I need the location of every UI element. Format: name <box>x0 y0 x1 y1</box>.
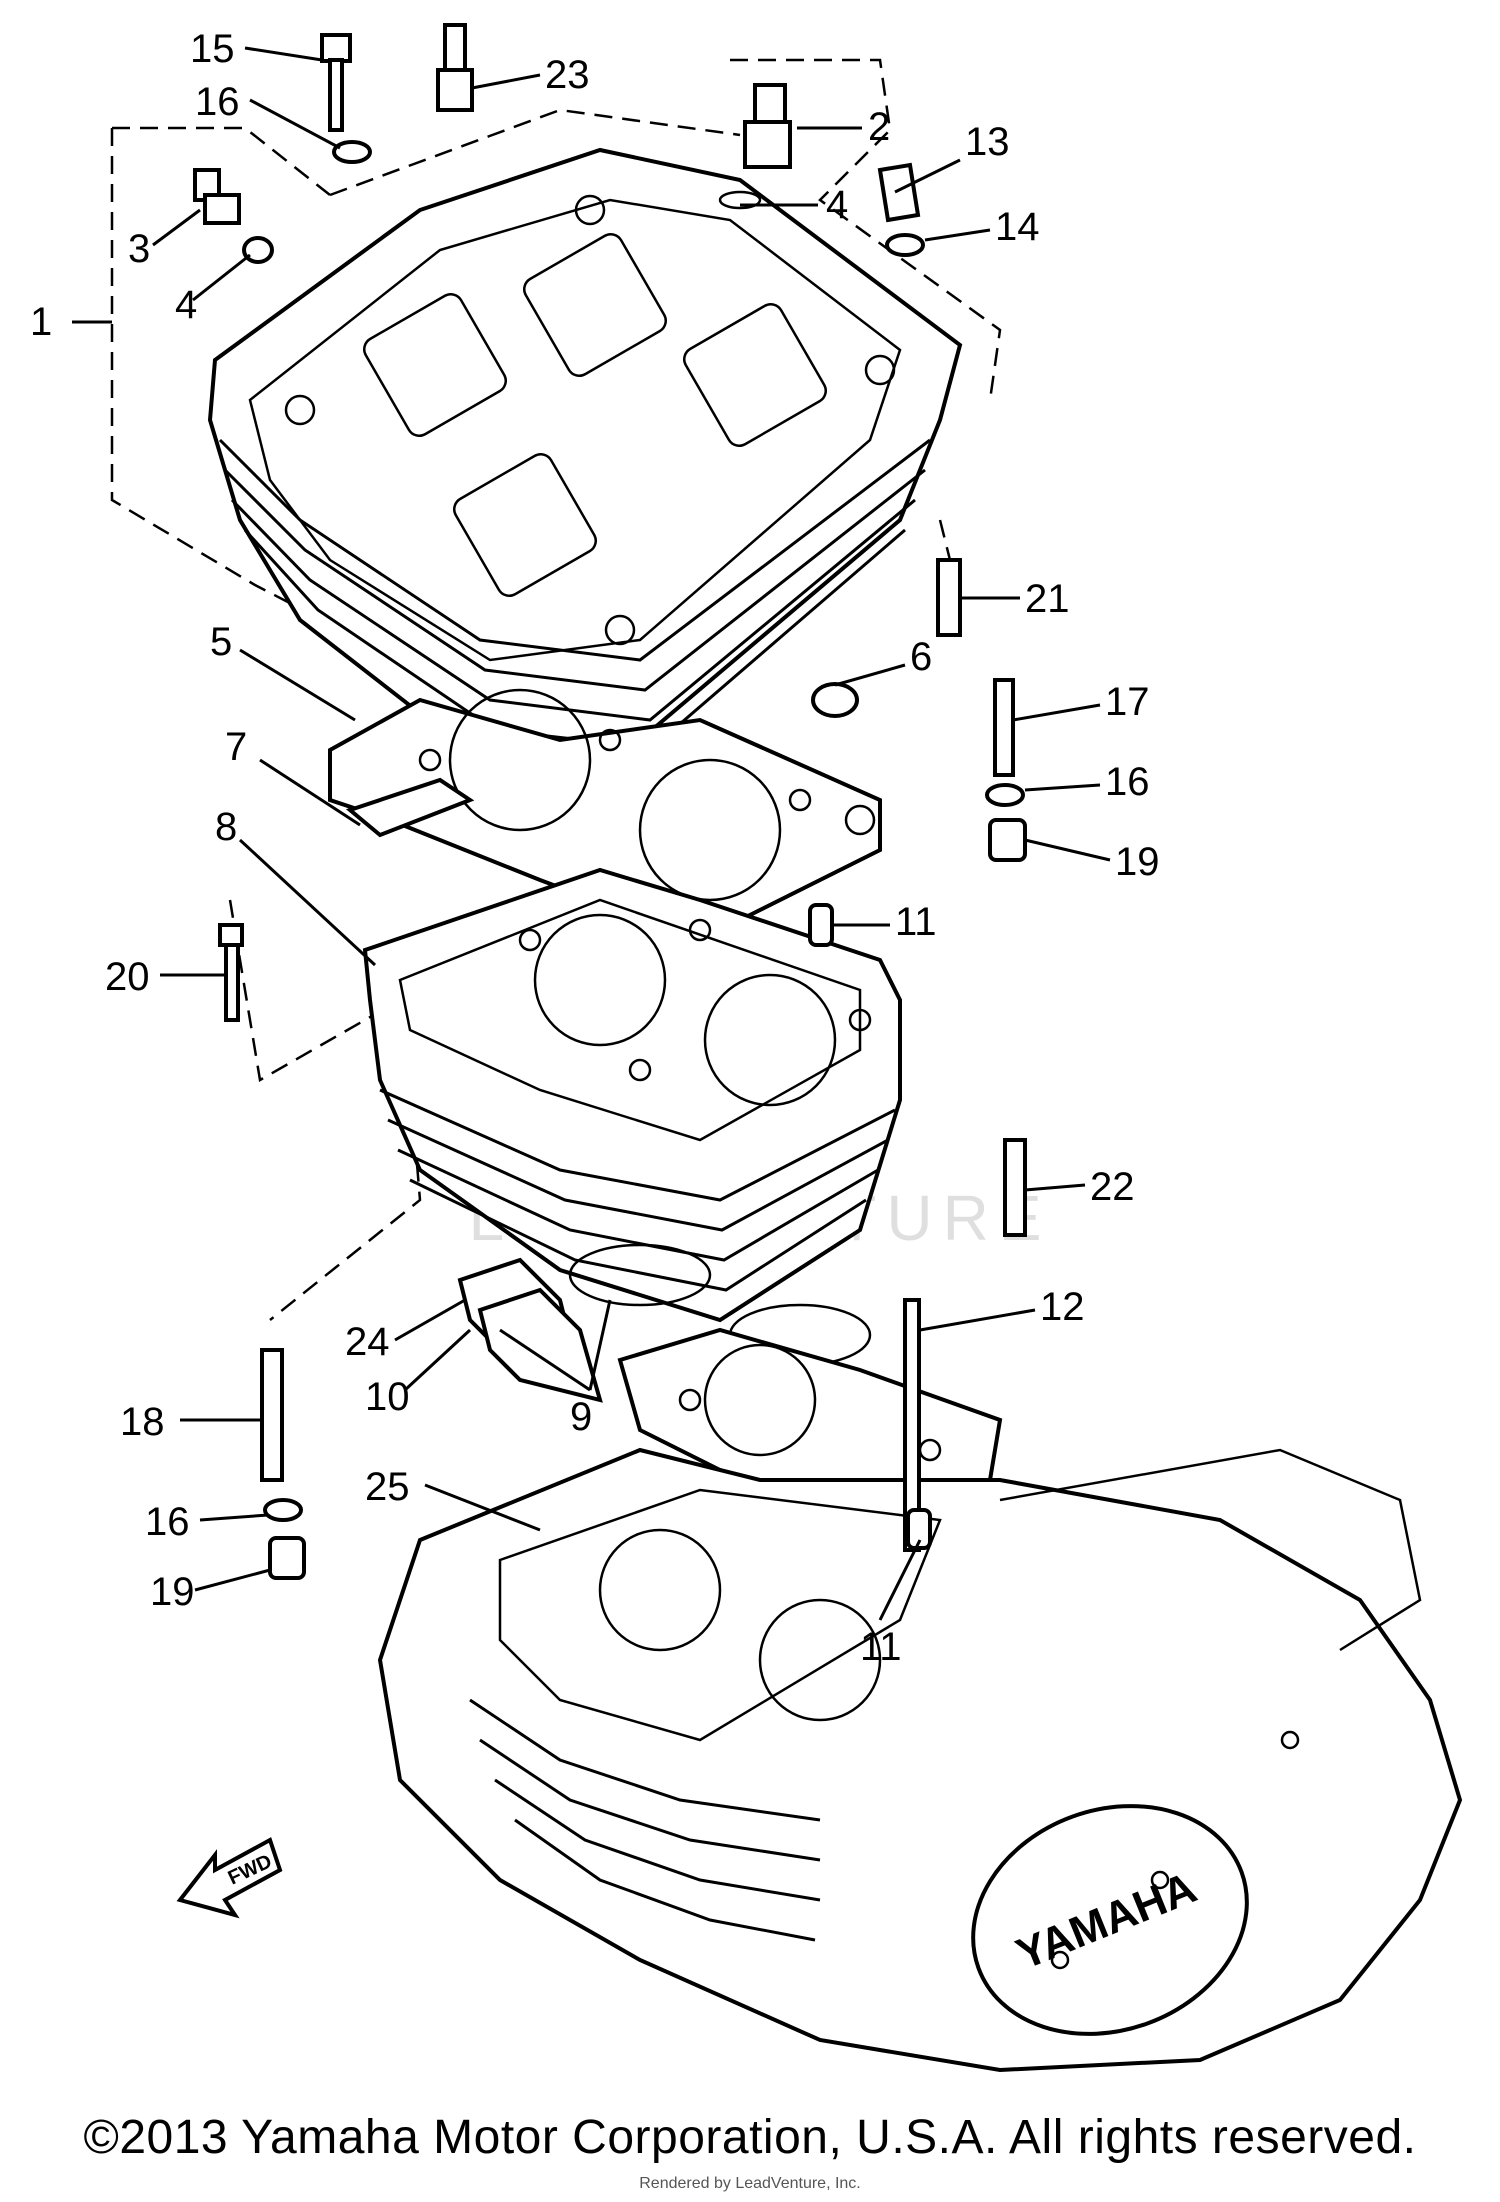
part-6-washer <box>811 682 859 718</box>
callout-9: 9 <box>570 1395 592 1439</box>
callout-19b: 19 <box>150 1570 195 1614</box>
cylinder-head-gasket <box>328 688 882 943</box>
hardware-parts <box>193 23 1027 1580</box>
callout-17: 17 <box>1105 680 1150 724</box>
cylinder-head <box>207 147 963 763</box>
callout-22: 22 <box>1090 1165 1135 1209</box>
callout-14: 14 <box>995 205 1040 249</box>
callout-4a: 4 <box>175 283 197 327</box>
callout-10: 10 <box>365 1375 410 1419</box>
part-7-plate <box>345 777 475 838</box>
copyright-notice: ©2013 Yamaha Motor Corporation, U.S.A. A… <box>83 2111 1417 2164</box>
callout-25: 25 <box>365 1465 410 1509</box>
callout-19a: 19 <box>1115 840 1160 884</box>
callout-11a: 11 <box>895 900 937 944</box>
callout-8: 8 <box>215 805 237 849</box>
callout-15: 15 <box>190 27 235 71</box>
callout-24: 24 <box>345 1320 390 1364</box>
callout-13: 13 <box>965 120 1010 164</box>
callout-21: 21 <box>1025 577 1070 621</box>
callout-3: 3 <box>128 227 150 271</box>
callout-16a: 16 <box>195 80 240 124</box>
callout-2: 2 <box>868 105 890 149</box>
callout-6: 6 <box>910 635 932 679</box>
callout-5: 5 <box>210 620 232 664</box>
callout-11b: 11 <box>860 1625 902 1669</box>
cylinder-block <box>362 867 902 1323</box>
callout-16b: 16 <box>1105 760 1150 804</box>
callout-1: 1 <box>30 300 52 344</box>
callout-16c: 16 <box>145 1500 190 1544</box>
callout-12: 12 <box>1040 1285 1085 1329</box>
callout-18: 18 <box>120 1400 165 1444</box>
callout-4b: 4 <box>826 183 848 227</box>
callout-labels: 1 2 3 4 4 5 6 7 8 9 10 11 11 12 13 14 15… <box>30 27 1160 1669</box>
callout-23: 23 <box>545 53 590 97</box>
callout-7: 7 <box>225 725 247 769</box>
fwd-arrow: FWD <box>176 1837 283 1919</box>
crankcase: YAMAHA <box>377 1447 1463 2073</box>
callout-20: 20 <box>105 955 150 999</box>
leader-lines <box>72 46 1111 1621</box>
rendered-by-note: Rendered by LeadVenture, Inc. <box>639 2175 861 2192</box>
